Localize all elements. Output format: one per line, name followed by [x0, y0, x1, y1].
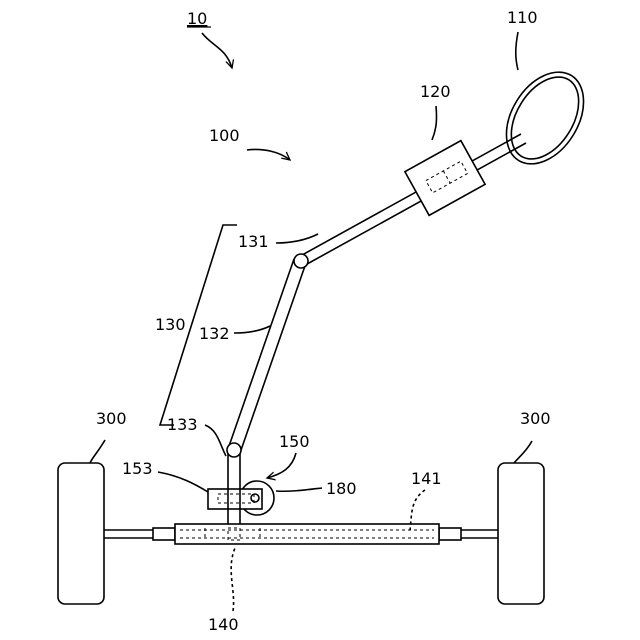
arrow-10	[202, 33, 232, 68]
label-300-right: 300	[520, 409, 551, 428]
label-153: 153	[122, 459, 153, 478]
label-131: 131	[238, 232, 269, 251]
label-141: 141	[411, 469, 442, 488]
actuator-153	[208, 489, 262, 509]
label-110: 110	[507, 8, 538, 27]
label-300-left: 300	[96, 409, 127, 428]
rack-housing-140	[175, 524, 439, 544]
label-130: 130	[155, 315, 186, 334]
label-10: 10	[187, 9, 207, 28]
label-100: 100	[209, 126, 240, 145]
steering-wheel	[491, 58, 600, 178]
intermediate-shaft	[228, 259, 306, 453]
actuator-150	[208, 481, 274, 515]
wheel-right	[498, 463, 544, 604]
label-150: 150	[279, 432, 310, 451]
wheel-left	[58, 463, 104, 604]
arrow-150	[267, 453, 296, 478]
lower-joint-133	[227, 443, 241, 457]
upper-shaft	[299, 134, 527, 266]
upper-joint-131	[294, 254, 308, 268]
label-120: 120	[420, 82, 451, 101]
label-133: 133	[167, 415, 198, 434]
arrow-100	[247, 149, 290, 160]
label-180: 180	[326, 479, 357, 498]
label-140: 140	[208, 615, 239, 634]
label-132: 132	[199, 324, 230, 343]
